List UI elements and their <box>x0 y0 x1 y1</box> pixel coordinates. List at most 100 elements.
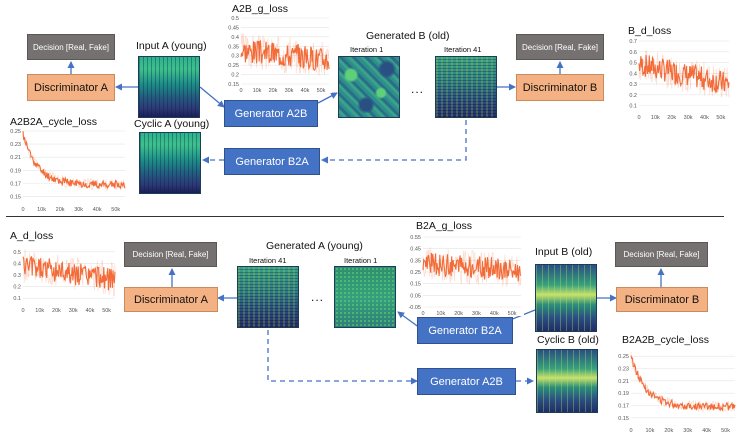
a2b2a_cycle_loss-ytick: 0.25 <box>10 129 21 135</box>
a_d_loss-xtick: 0 <box>21 308 24 314</box>
a_d_loss-ytick: 0.1 <box>13 296 21 302</box>
b2a_g_loss-ytick: 0.55 <box>410 235 421 241</box>
b2a2b-cycle-loss-title: B2A2B_cycle_loss <box>622 334 709 346</box>
a2b2a-cycle-loss-title: A2B2A_cycle_loss <box>10 116 97 128</box>
b2a2b_cycle_loss-xtick: 0 <box>629 428 632 434</box>
a_d_loss-series-line <box>22 256 116 291</box>
b2a_g_loss-ytick: 0.45 <box>410 247 421 253</box>
a2b-g-loss-title: A2B_g_loss <box>232 3 289 15</box>
a2b_g_loss-ytick: 0.25 <box>228 63 239 69</box>
b2a2b_cycle_loss-xtick: 10k <box>645 428 654 434</box>
b_d_loss-ytick: 0.5 <box>629 61 637 67</box>
iteration-41-label-top: Iteration 41 <box>444 45 482 54</box>
b2a2b_cycle_loss-xtick: 50k <box>721 428 730 434</box>
a2b2a_cycle_loss-raw-line <box>22 136 126 191</box>
b2a_g_loss-ytick: 0.35 <box>410 258 421 264</box>
a_d_loss-xtick: 10k <box>35 308 44 314</box>
a2b_g_loss-ytick: 0.15 <box>228 82 239 88</box>
a2b2a_cycle_loss-xtick: 20k <box>56 207 65 213</box>
ellipsis-top: ... <box>411 82 425 96</box>
b2a_g_loss-series-line <box>422 252 522 282</box>
generated-b-label: Generated B (old) <box>366 30 450 42</box>
b2a_g_loss-xtick: 20k <box>454 311 463 317</box>
generated-a-label: Generated A (young) <box>266 240 363 252</box>
section-divider <box>6 216 724 217</box>
arrow-input-a-to-gen-a2b <box>199 86 225 108</box>
generator-a2b-top: Generator A2B <box>224 100 318 127</box>
arrow-gen-a2b-to-generated-b <box>317 92 338 104</box>
discriminator-b-top: Discriminator B <box>516 74 604 101</box>
input-b-label: Input B (old) <box>535 246 593 258</box>
ellipsis-bottom: ... <box>311 290 325 304</box>
discriminator-a-top: Discriminator A <box>27 74 115 101</box>
a2b_g_loss-series-line <box>240 39 330 71</box>
b_d_loss-ytick: 0.1 <box>629 104 637 110</box>
b2a_g_loss-ytick: -0.05 <box>408 305 421 311</box>
a_d_loss-xtick: 20k <box>52 308 61 314</box>
b_d_loss-ytick: 0.2 <box>629 93 637 99</box>
decision-a-top: Decision [Real, Fake] <box>27 34 115 60</box>
decision-a-bottom: Decision [Real, Fake] <box>124 242 217 267</box>
a2b_g_loss-ytick: 0.2 <box>231 73 239 79</box>
arrow-generated-a-to-gen-a2b <box>267 330 418 385</box>
a_d_loss-ytick: 0.2 <box>13 285 21 291</box>
cyclic-a-label: Cyclic A (young) <box>134 118 210 130</box>
a2b2a_cycle_loss-series-line <box>22 131 126 190</box>
a2b_g_loss-xtick: 40k <box>301 88 310 94</box>
decision-b-top: Decision [Real, Fake] <box>516 34 604 60</box>
a_d_loss-ytick: 0.3 <box>13 273 21 279</box>
b_d_loss-xtick: 20k <box>667 115 676 121</box>
generator-a2b-bottom: Generator A2B <box>417 368 516 395</box>
b2a2b_cycle_loss-ytick: 0.19 <box>618 391 629 397</box>
a2b2a_cycle_loss-xtick: 10k <box>37 207 46 213</box>
b2a_g_loss-xtick: 50k <box>508 311 517 317</box>
arrow-gen-b2a-to-generated-a <box>397 311 421 329</box>
b_d_loss-ytick: 0.6 <box>629 50 637 56</box>
arrow-generated-b-to-gen-b2a <box>321 120 467 164</box>
b_d_loss-xtick: 50k <box>716 115 725 121</box>
a_d_loss-ytick: 0.5 <box>13 250 21 256</box>
b2a2b_cycle_loss-ytick: 0.25 <box>618 354 629 360</box>
b_d_loss-series-line <box>638 55 730 93</box>
a2b_g_loss-xtick: 30k <box>285 88 294 94</box>
b_d_loss-ytick: 0.4 <box>629 71 637 77</box>
iteration-41-label-bottom: Iteration 41 <box>249 256 287 265</box>
b2a-g-loss-title: B2A_g_loss <box>416 220 473 232</box>
a2b2a_cycle_loss-ytick: 0.19 <box>10 168 21 174</box>
cyclic-b-label: Cyclic B (old) <box>537 334 599 346</box>
generated-b-iteration-41 <box>435 56 497 118</box>
generated-a-iteration-1 <box>334 266 396 328</box>
a2b_g_loss-ytick: 0.5 <box>231 16 239 22</box>
b2a2b_cycle_loss-xtick: 20k <box>664 428 673 434</box>
b2a2b_cycle_loss-ytick: 0.17 <box>618 404 629 410</box>
a2b2a_cycle_loss-xtick: 50k <box>111 207 120 213</box>
a2b2a_cycle_loss-xtick: 0 <box>21 207 24 213</box>
b2a_g_loss-ytick: 0.25 <box>410 270 421 276</box>
b-d-loss-title: B_d_loss <box>628 25 672 37</box>
b2a2b_cycle_loss-raw-line <box>630 351 736 413</box>
generated-a-iteration-41 <box>237 266 299 328</box>
b_d_loss-ytick: 0.7 <box>629 39 637 45</box>
b2a2b_cycle_loss-ytick: 0.23 <box>618 367 629 373</box>
b2a_g_loss-ytick: 0.15 <box>410 282 421 288</box>
decision-b-bottom: Decision [Real, Fake] <box>615 242 708 267</box>
b2a2b_cycle_loss-xtick: 30k <box>683 428 692 434</box>
b_d_loss-xtick: 10k <box>651 115 660 121</box>
b2a2b_cycle_loss-ytick: 0.15 <box>618 416 629 422</box>
a2b_g_loss-ytick: 0.45 <box>228 25 239 31</box>
b2a2b_cycle_loss-ytick: 0.21 <box>618 379 629 385</box>
a2b2a_cycle_loss-xtick: 30k <box>74 207 83 213</box>
b2a_g_loss-xtick: 10k <box>436 311 445 317</box>
a2b_g_loss-xtick: 20k <box>269 88 278 94</box>
a2b2a_cycle_loss-ytick: 0.23 <box>10 142 21 148</box>
a2b_g_loss-xtick: 50k <box>317 88 326 94</box>
